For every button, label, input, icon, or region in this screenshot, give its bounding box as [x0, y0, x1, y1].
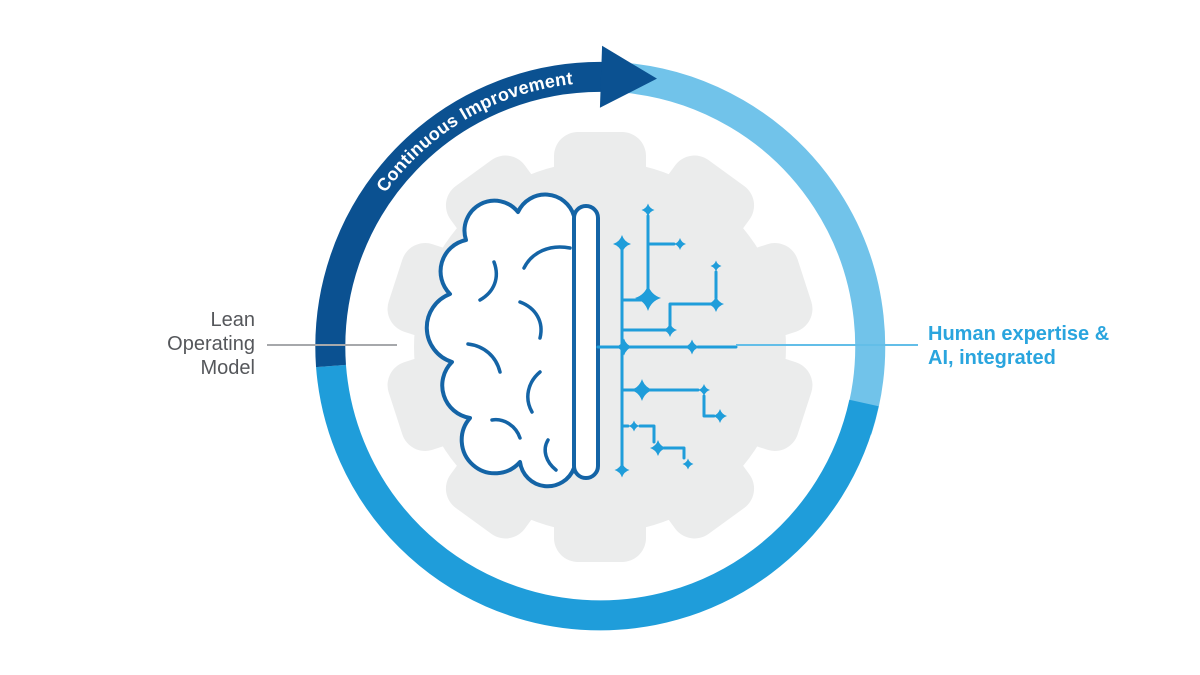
label-line: Model	[200, 357, 255, 379]
label-lean-operating-model: Lean Operating Model	[167, 308, 255, 380]
ring-segment-mid	[316, 364, 879, 631]
brain-outline	[424, 192, 576, 489]
label-line: Operating	[167, 333, 255, 355]
ring-segment-dark	[315, 61, 610, 368]
gear-tooth	[720, 351, 813, 451]
gear-tooth	[720, 243, 813, 343]
arrow-head-icon	[599, 45, 657, 108]
label-line: Human expertise &	[928, 323, 1110, 345]
gear-tooth	[651, 438, 755, 539]
human-brain-icon	[424, 192, 600, 489]
label-line: AI, integrated	[928, 347, 1056, 369]
gear-tooth	[554, 482, 646, 562]
ai-neural-network-icon	[596, 203, 738, 478]
label-human-expertise-ai: Human expertise & AI, integrated	[928, 322, 1109, 370]
ring-segment-light	[626, 63, 886, 435]
gear-tooth	[554, 132, 646, 212]
gear-tooth	[651, 155, 755, 256]
network-connections	[596, 214, 738, 468]
label-line: Lean	[210, 309, 256, 331]
brain-folds	[466, 245, 572, 472]
brain-divider	[572, 204, 600, 480]
